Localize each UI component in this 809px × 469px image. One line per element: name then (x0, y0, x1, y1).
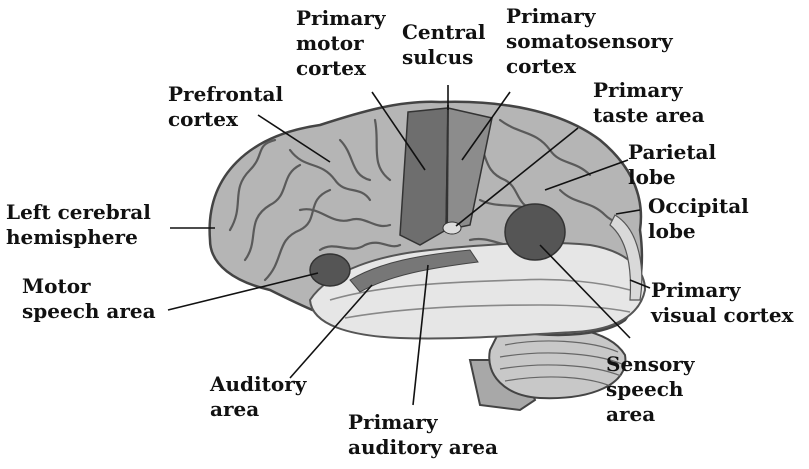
label-auditory-area-line1: Auditory (210, 372, 306, 397)
label-primary-auditory-area-line2: auditory area (348, 435, 498, 460)
label-primary-somatosensory-cortex: Primary somatosensory cortex (506, 4, 673, 79)
label-primary-visual-cortex-line1: Primary (651, 278, 793, 303)
label-primary-motor-cortex-line2: motor (296, 31, 385, 56)
label-left-cerebral-hemisphere: Left cerebral hemisphere (6, 200, 151, 250)
motor-speech-area (310, 254, 350, 286)
label-primary-taste-area: Primary taste area (593, 78, 705, 128)
label-central-sulcus: Central sulcus (402, 20, 486, 70)
label-prefrontal-cortex: Prefrontal cortex (168, 82, 283, 132)
label-left-cerebral-hemisphere-line1: Left cerebral (6, 200, 151, 225)
label-primary-motor-cortex-line1: Primary (296, 6, 385, 31)
label-primary-somatosensory-cortex-line1: Primary (506, 4, 673, 29)
label-occipital-lobe-line1: Occipital (648, 194, 749, 219)
primary-motor-strip (400, 108, 448, 245)
label-motor-speech-area-line1: Motor (22, 274, 156, 299)
label-primary-auditory-area-line1: Primary (348, 410, 498, 435)
label-primary-auditory-area: Primary auditory area (348, 410, 498, 460)
label-primary-motor-cortex: Primary motor cortex (296, 6, 385, 81)
label-sensory-speech-area-line1: Sensory (606, 352, 694, 377)
label-primary-visual-cortex-line2: visual cortex (651, 303, 793, 328)
cerebellum (489, 326, 625, 398)
label-auditory-area-line2: area (210, 397, 306, 422)
label-parietal-lobe: Parietal lobe (628, 140, 716, 190)
central-sulcus-line (447, 105, 448, 230)
sensory-speech-area (505, 204, 565, 260)
label-primary-visual-cortex: Primary visual cortex (651, 278, 793, 328)
label-primary-somatosensory-cortex-line2: somatosensory (506, 29, 673, 54)
label-sensory-speech-area: Sensory speech area (606, 352, 694, 427)
label-sensory-speech-area-line3: area (606, 402, 694, 427)
label-occipital-lobe: Occipital lobe (648, 194, 749, 244)
label-occipital-lobe-line2: lobe (648, 219, 749, 244)
label-primary-motor-cortex-line3: cortex (296, 56, 385, 81)
label-left-cerebral-hemisphere-line2: hemisphere (6, 225, 151, 250)
label-central-sulcus-line1: Central (402, 20, 486, 45)
label-prefrontal-cortex-line2: cortex (168, 107, 283, 132)
label-motor-speech-area-line2: speech area (22, 299, 156, 324)
label-prefrontal-cortex-line1: Prefrontal (168, 82, 283, 107)
label-central-sulcus-line2: sulcus (402, 45, 486, 70)
label-motor-speech-area: Motor speech area (22, 274, 156, 324)
label-parietal-lobe-line1: Parietal (628, 140, 716, 165)
label-primary-taste-area-line2: taste area (593, 103, 705, 128)
label-primary-taste-area-line1: Primary (593, 78, 705, 103)
label-sensory-speech-area-line2: speech (606, 377, 694, 402)
label-parietal-lobe-line2: lobe (628, 165, 716, 190)
label-auditory-area: Auditory area (210, 372, 306, 422)
label-primary-somatosensory-cortex-line3: cortex (506, 54, 673, 79)
